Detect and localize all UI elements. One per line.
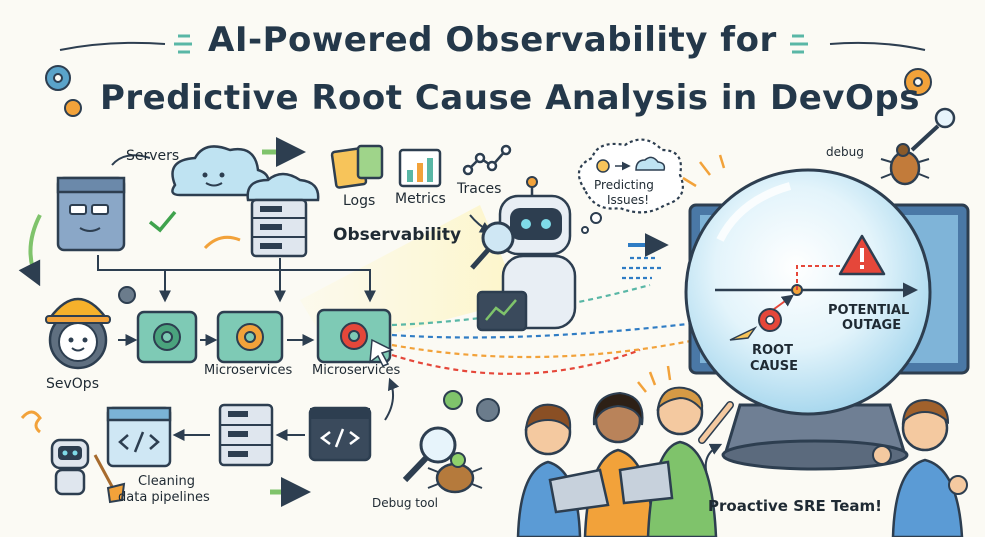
label-microservices-2: Microservices <box>312 363 401 378</box>
server-icon <box>56 176 126 252</box>
connector-lines <box>97 255 376 346</box>
cloud-icon <box>171 145 270 197</box>
code-window <box>308 406 372 462</box>
logs-icon <box>330 144 384 189</box>
label-cleaning-2: data pipelines <box>118 490 210 505</box>
devops-gear-character <box>45 297 111 370</box>
label-predicting-1: Predicting <box>594 178 654 192</box>
server-rack-icon <box>218 403 274 467</box>
service-box <box>136 310 198 364</box>
title-line-1: AI-Powered Observability for <box>208 20 777 60</box>
gear-icon <box>904 68 932 96</box>
magnifier-icon <box>910 107 956 152</box>
crystal-ball <box>684 168 932 471</box>
prediction-timeline <box>715 265 918 313</box>
magnifier-icon <box>402 426 457 483</box>
connector-lines <box>172 377 400 441</box>
label-debug-tool: Debug tool <box>372 496 438 510</box>
warning-icon <box>838 234 886 276</box>
label-root-cause-2: CAUSE <box>750 359 799 374</box>
label-predicting-2: Issues! <box>607 193 650 207</box>
gear-icon <box>118 286 136 304</box>
label-metrics: Metrics <box>395 191 446 207</box>
root-cause-gear-icon <box>758 308 782 332</box>
title-line-2: Predictive Root Cause Analysis in DevOps <box>100 78 920 118</box>
server-rack-icon <box>250 198 308 258</box>
label-root-cause-1: ROOT <box>752 343 793 358</box>
ai-robot <box>470 176 577 332</box>
traces-icon <box>462 144 512 176</box>
label-servers: Servers <box>126 148 180 164</box>
label-sre-team: Proactive SRE Team! <box>708 497 883 515</box>
service-box <box>216 310 284 364</box>
label-microservices-1: Microservices <box>204 363 293 378</box>
label-debug: debug <box>826 145 864 159</box>
label-observability: Observability <box>333 225 462 245</box>
label-potential-2: OUTAGE <box>842 318 902 333</box>
title-decoration <box>59 34 926 54</box>
cloud-icon <box>246 172 320 202</box>
label-logs: Logs <box>343 193 376 209</box>
cleaning-robot <box>50 438 126 504</box>
bug-icon <box>880 143 930 186</box>
gear-icon <box>443 390 500 422</box>
sre-team <box>516 386 968 537</box>
glow-rays <box>682 154 726 188</box>
label-traces: Traces <box>457 181 502 197</box>
glow-rays <box>637 365 672 393</box>
label-cleaning-1: Cleaning <box>138 474 195 489</box>
metrics-icon <box>398 148 442 188</box>
code-window <box>106 406 172 468</box>
service-box <box>316 308 395 367</box>
thought-bubble <box>577 138 684 234</box>
bug-icon <box>427 452 483 494</box>
check-icon <box>148 210 177 233</box>
gear-icon <box>45 65 82 117</box>
label-devops: SevOps <box>46 376 99 392</box>
label-potential-1: POTENTIAL <box>828 303 910 318</box>
